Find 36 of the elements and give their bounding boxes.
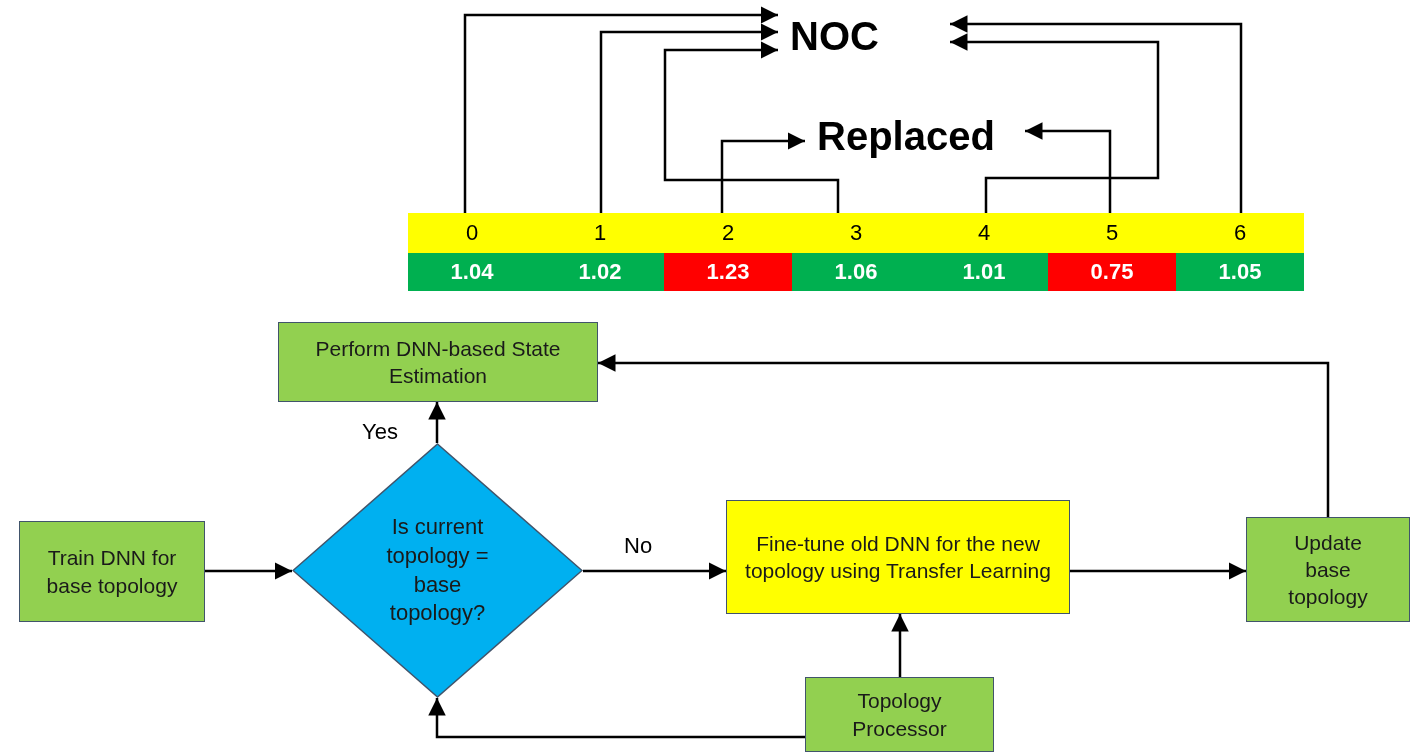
index-cell: 6 — [1176, 213, 1304, 253]
arrow — [463, 6, 778, 213]
index-cell: 1 — [536, 213, 664, 253]
value-cell: 1.23 — [664, 253, 792, 291]
value-cell: 1.05 — [1176, 253, 1304, 291]
arrow — [205, 562, 292, 580]
value-cell: 1.04 — [408, 253, 536, 291]
arrow — [663, 41, 840, 213]
process-box: Perform DNN-based State Estimation — [278, 322, 598, 402]
index-cell: 5 — [1048, 213, 1176, 253]
index-cell: 4 — [920, 213, 1048, 253]
process-box: Topology Processor — [805, 677, 994, 752]
arrow — [950, 15, 1243, 213]
status-label: Replaced — [805, 112, 1025, 160]
arrow — [598, 354, 1330, 517]
value-cell: 1.02 — [536, 253, 664, 291]
decision-text: Is current topology = base topology? — [385, 513, 490, 628]
arrow — [1070, 562, 1246, 580]
arrow — [428, 402, 446, 443]
index-cell: 0 — [408, 213, 536, 253]
arrow — [583, 562, 726, 580]
arrow — [891, 614, 909, 677]
arrow — [950, 33, 1160, 213]
value-cell: 1.06 — [792, 253, 920, 291]
arrow — [428, 698, 805, 739]
status-label: NOC — [778, 8, 950, 64]
arrow — [720, 132, 805, 213]
process-box: Fine-tune old DNN for the new topology using Transfer Learning — [726, 500, 1070, 614]
value-cell: 1.01 — [920, 253, 1048, 291]
index-cell: 3 — [792, 213, 920, 253]
process-box: Update base topology — [1246, 517, 1410, 622]
arrow — [599, 23, 778, 213]
value-cell: 0.75 — [1048, 253, 1176, 291]
process-box: Train DNN for base topology — [19, 521, 205, 622]
index-cell: 2 — [664, 213, 792, 253]
arrow — [1025, 122, 1112, 213]
